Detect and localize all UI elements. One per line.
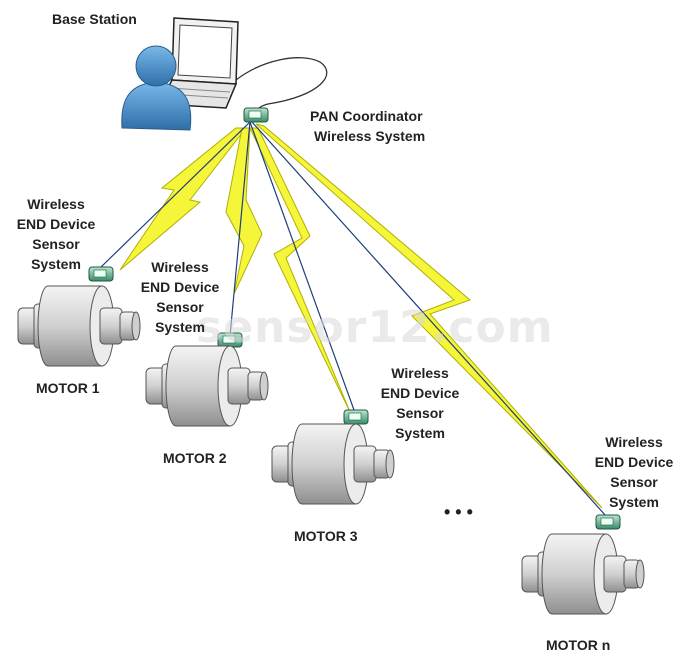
motor-icon-n bbox=[521, 533, 645, 615]
coordinator-label: PAN Coordinator Wireless System bbox=[310, 106, 425, 146]
motor-label-1: MOTOR 1 bbox=[36, 380, 100, 396]
end-device-label-3: Wireless END Device Sensor System bbox=[366, 363, 474, 443]
end-device-label-3-line-1: Wireless bbox=[391, 365, 449, 381]
end-device-label-4-line-3: Sensor bbox=[610, 474, 658, 490]
end-device-label-4-line-4: System bbox=[609, 494, 659, 510]
bolt-4 bbox=[255, 123, 603, 509]
link-lines bbox=[99, 121, 607, 517]
end-device-label-1-line-1: Wireless bbox=[27, 196, 85, 212]
motor-icon-2 bbox=[145, 345, 269, 427]
user-icon bbox=[121, 45, 192, 131]
cable bbox=[235, 57, 328, 113]
bolt-1 bbox=[119, 127, 248, 271]
coordinator-device-icon bbox=[243, 107, 269, 123]
end-device-icon-4 bbox=[595, 514, 621, 530]
end-device-label-2-line-2: END Device bbox=[140, 279, 220, 295]
motor-label-2: MOTOR 2 bbox=[163, 450, 227, 466]
end-device-label-2-line-3: Sensor bbox=[156, 299, 204, 315]
motor-icon-1 bbox=[17, 285, 141, 367]
end-device-label-1-line-3: Sensor bbox=[32, 236, 80, 252]
bolt-2 bbox=[225, 127, 263, 295]
end-device-label-3-line-4: System bbox=[395, 425, 445, 441]
end-device-label-2: Wireless END Device Sensor System bbox=[126, 257, 234, 337]
bolt-3 bbox=[249, 127, 351, 413]
watermark: sensor12.com bbox=[196, 302, 554, 353]
end-device-label-4-line-2: END Device bbox=[594, 454, 674, 470]
end-device-label-1-line-2: END Device bbox=[16, 216, 96, 232]
end-device-label-3-line-2: END Device bbox=[380, 385, 460, 401]
ellipsis: • • • bbox=[444, 502, 473, 522]
end-device-label-1-line-4: System bbox=[31, 256, 81, 272]
end-device-label-4-line-1: Wireless bbox=[605, 434, 663, 450]
end-device-label-1: Wireless END Device Sensor System bbox=[2, 194, 110, 274]
end-device-label-4: Wireless END Device Sensor System bbox=[580, 432, 685, 512]
coordinator-label-line-2: Wireless System bbox=[314, 128, 426, 144]
motor-label-3: MOTOR 3 bbox=[294, 528, 358, 544]
coordinator-label-line-1: PAN Coordinator bbox=[310, 108, 423, 124]
end-device-icon-3 bbox=[343, 409, 369, 425]
end-device-label-2-line-4: System bbox=[155, 319, 205, 335]
end-device-label-3-line-3: Sensor bbox=[396, 405, 444, 421]
end-device-label-2-line-1: Wireless bbox=[151, 259, 209, 275]
base-station-label: Base Station bbox=[52, 11, 137, 27]
motor-label-n: MOTOR n bbox=[546, 637, 611, 653]
